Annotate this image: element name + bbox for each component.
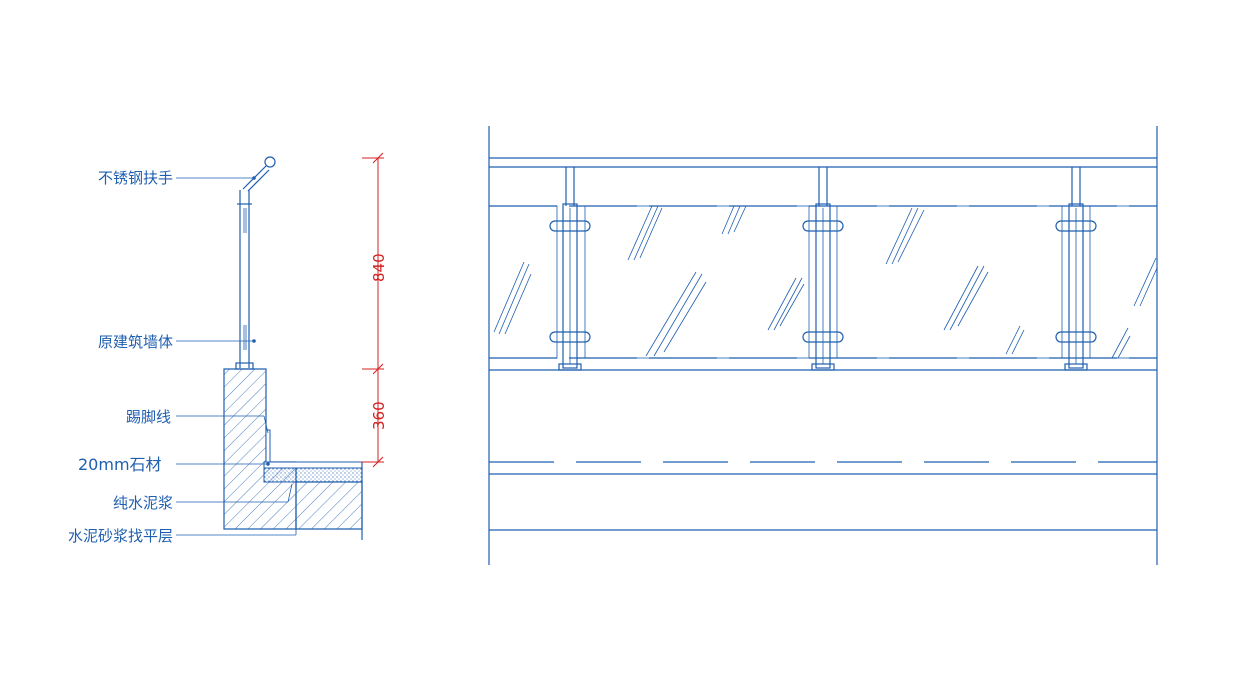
glass-panel (1089, 205, 1158, 359)
glass-panel (836, 205, 1063, 359)
glass-panel (488, 205, 558, 359)
label-skirting: 踢脚线 (126, 408, 171, 426)
label-cement-paste: 纯水泥浆 (113, 494, 173, 512)
label-stone: 20mm石材 (78, 455, 162, 474)
post-2 (802, 167, 844, 371)
glass-panel (584, 205, 810, 359)
handrail-knob (264, 156, 276, 168)
mortar-layer (263, 467, 363, 483)
section-detail (176, 152, 384, 540)
leader-lines (176, 176, 297, 536)
railing-post (235, 190, 254, 370)
post-1 (549, 167, 591, 371)
stone-layer (263, 461, 363, 469)
label-handrail: 不锈钢扶手 (98, 169, 173, 187)
skirting-board (265, 429, 271, 463)
elevation-view (488, 126, 1158, 565)
glass-reflection (493, 205, 1158, 359)
floor-slab (295, 481, 363, 530)
wall-section (223, 368, 297, 530)
label-wall: 原建筑墙体 (98, 333, 173, 351)
post-3 (1055, 167, 1097, 371)
dimension-840: 840 (370, 253, 388, 282)
label-leveling: 水泥砂浆找平层 (68, 527, 173, 545)
dimension-line (362, 152, 384, 468)
dimension-360: 360 (370, 401, 388, 430)
